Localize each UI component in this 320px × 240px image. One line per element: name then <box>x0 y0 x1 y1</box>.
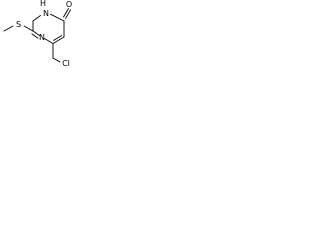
atom-sulfur: S <box>16 20 21 29</box>
bond-c5-c6-a <box>52 36 65 44</box>
bond-n3-c4 <box>50 13 65 22</box>
bond-c2-n3-b <box>32 15 41 22</box>
bond-c6-n1 <box>44 38 54 44</box>
atom-labels: O H N N S Cl <box>16 0 72 68</box>
atom-nitrogen-top: N <box>43 9 49 18</box>
bonds <box>3 8 72 63</box>
bond-c4-o-a <box>63 8 69 18</box>
bond-ch2-cl <box>52 57 61 63</box>
bond-n1-c2-b <box>31 33 39 39</box>
atom-chlorine: Cl <box>62 59 70 68</box>
bond-c5-c6-b <box>53 35 63 41</box>
bond-c4-o-b <box>65 9 72 19</box>
atom-nh-hydrogen: H <box>40 0 46 8</box>
atom-oxygen: O <box>66 0 72 9</box>
bond-n1-c2-a <box>32 30 40 36</box>
atom-nitrogen-bottom: N <box>39 33 45 42</box>
bond-s-methyl <box>3 25 14 32</box>
molecule-structure: O H N N S Cl <box>3 0 72 68</box>
bond-c2-s <box>23 25 34 32</box>
